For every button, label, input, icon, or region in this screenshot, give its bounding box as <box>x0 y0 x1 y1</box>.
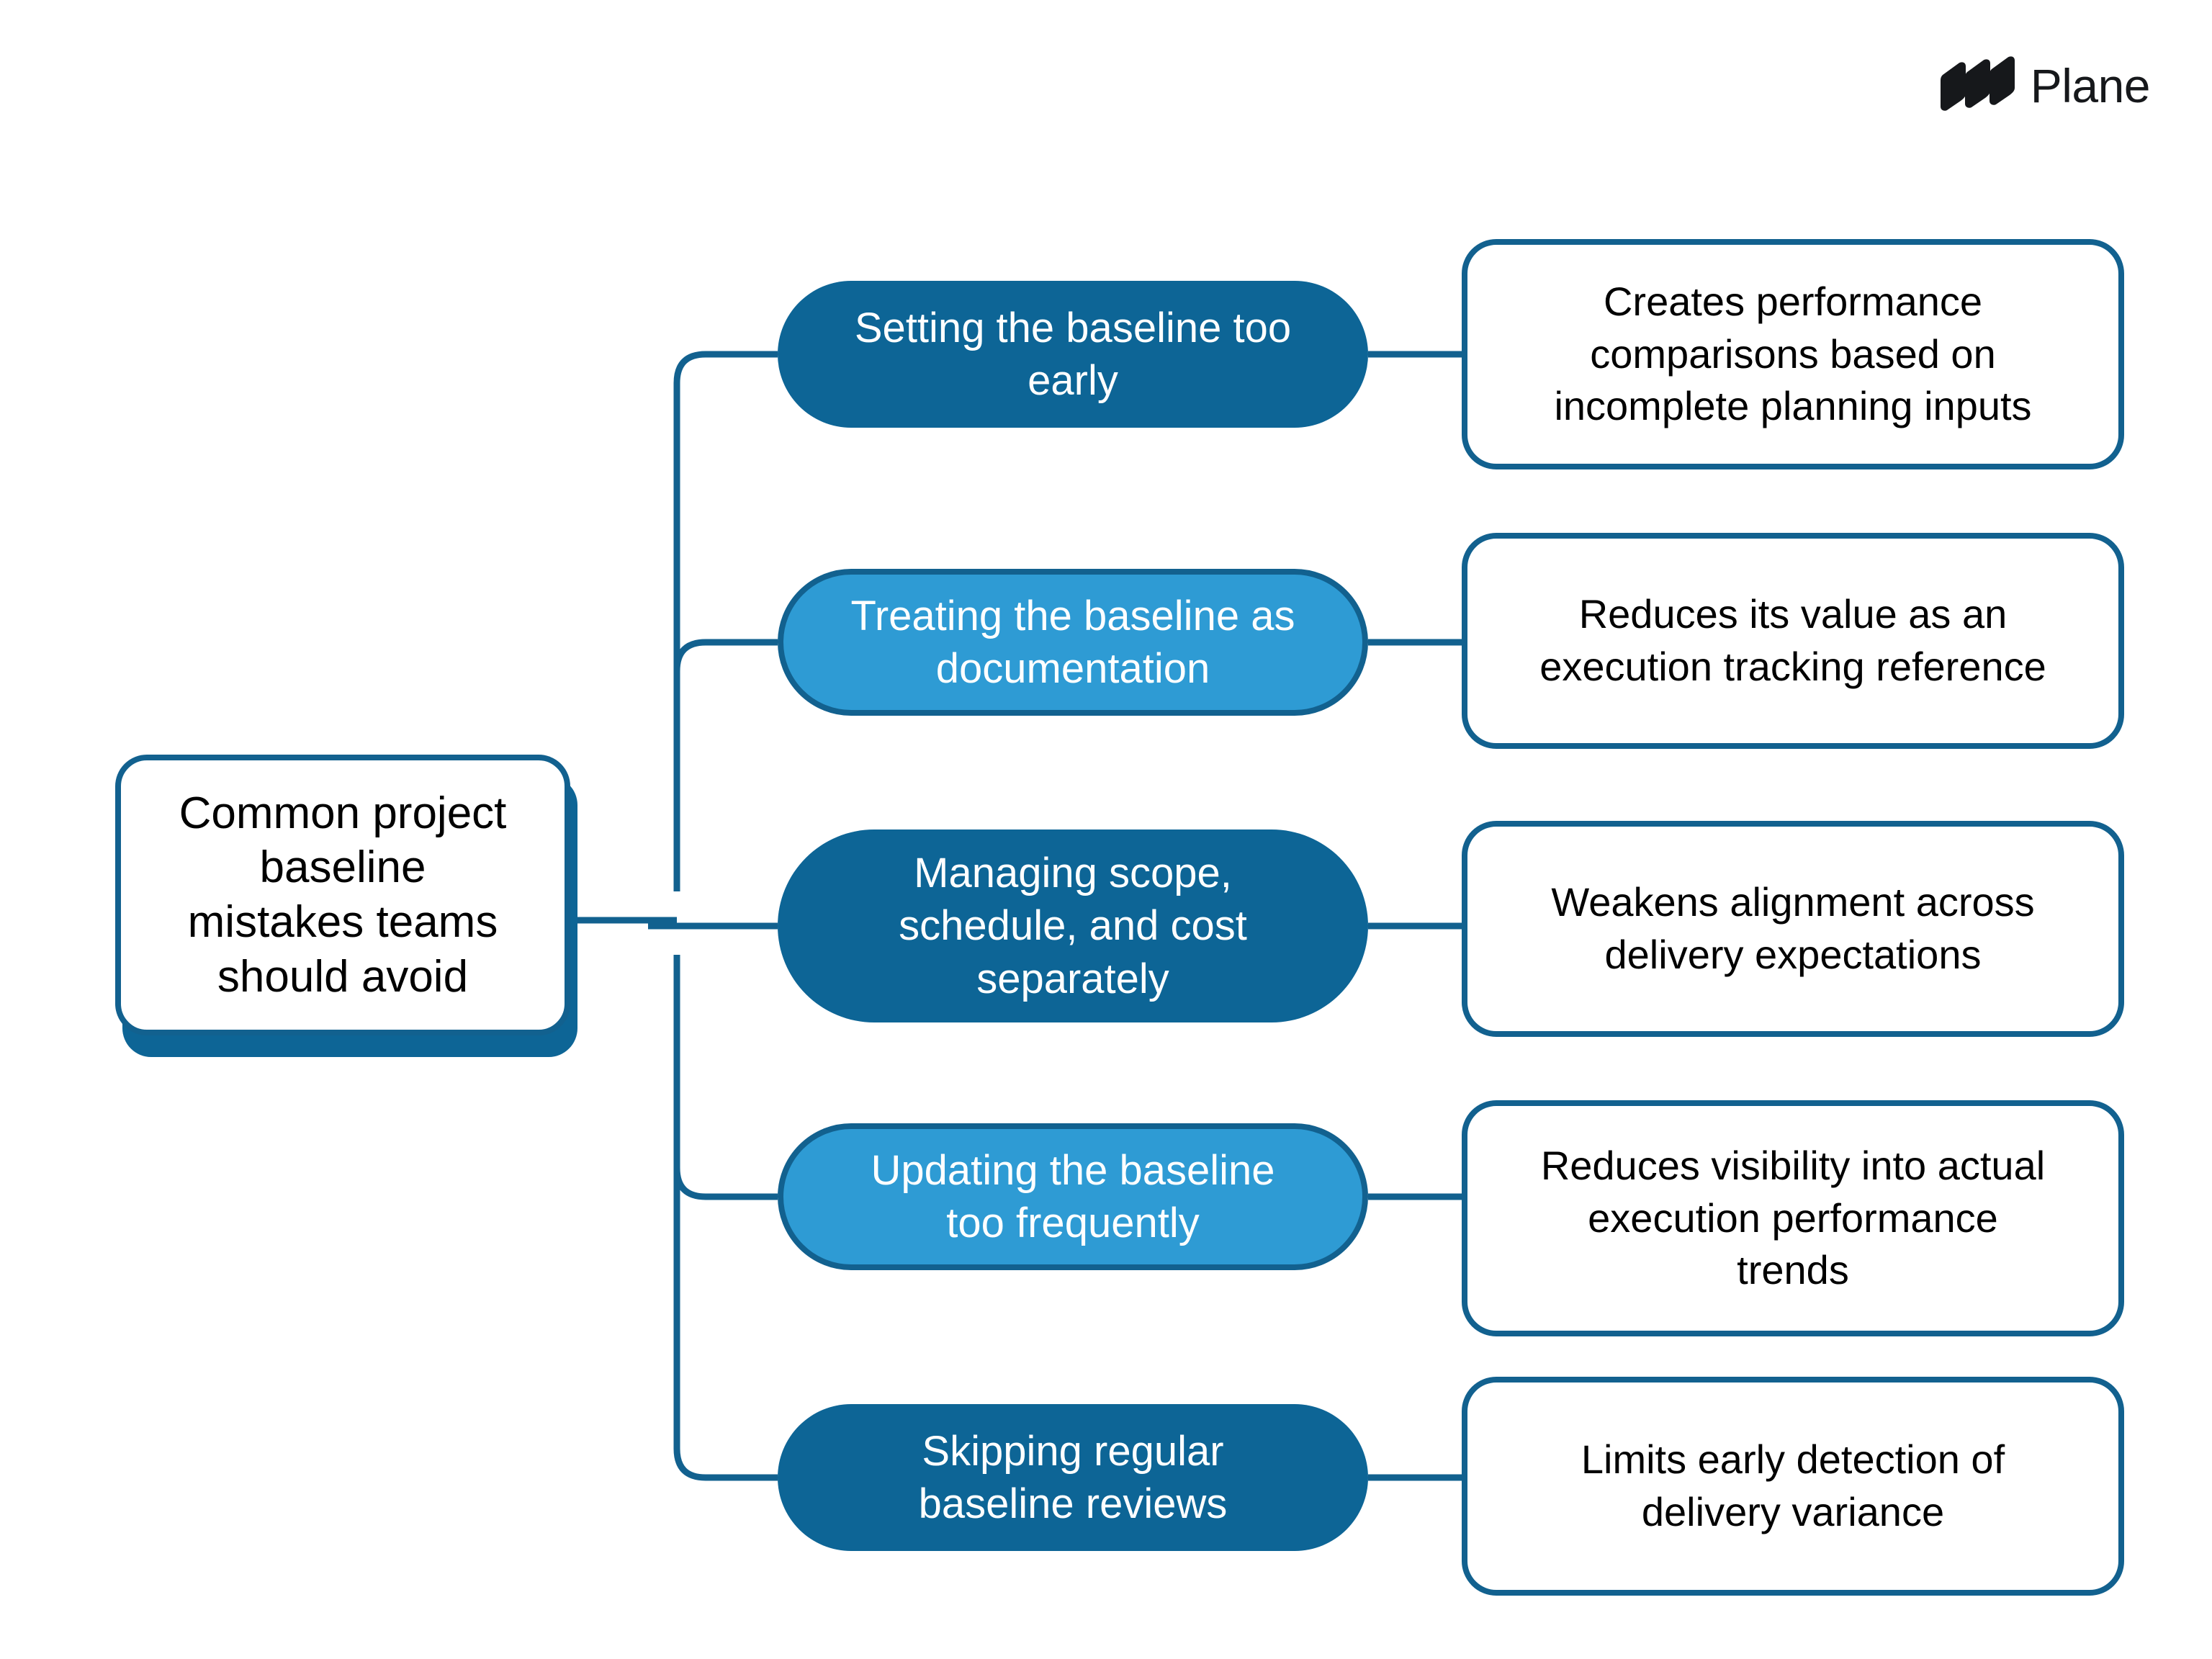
branch-node-3[interactable]: Updating the baseline too frequently <box>778 1123 1368 1270</box>
plane-logo-icon <box>1940 56 2015 114</box>
branch-node-1[interactable]: Treating the baseline as documentation <box>778 569 1368 716</box>
brand-name: Plane <box>2030 58 2151 112</box>
brand-logo: Plane <box>1940 56 2151 114</box>
connector-branch-1 <box>673 639 778 891</box>
branch-node-3-label: Updating the baseline too frequently <box>871 1146 1275 1246</box>
branch-node-0[interactable]: Setting the baseline too early <box>778 281 1368 428</box>
detail-card-1[interactable]: Reduces its value as an execution tracki… <box>1462 533 2124 749</box>
detail-card-0[interactable]: Creates performance comparisons based on… <box>1462 239 2124 469</box>
root-node-face: Common project baseline mistakes teams s… <box>115 755 570 1035</box>
detail-card-1-text: Reduces its value as an execution tracki… <box>1539 591 2046 689</box>
connector-branch-0 <box>673 351 778 891</box>
detail-card-3-text: Reduces visibility into actual execution… <box>1540 1142 2046 1293</box>
branch-node-1-label: Treating the baseline as documentation <box>850 592 1295 692</box>
root-node[interactable]: Common project baseline mistakes teams s… <box>115 755 577 1057</box>
detail-card-3[interactable]: Reduces visibility into actual execution… <box>1462 1100 2124 1336</box>
detail-card-4-text: Limits early detection of delivery varia… <box>1581 1437 2005 1534</box>
branch-node-4[interactable]: Skipping regular baseline reviews <box>778 1404 1368 1551</box>
branch-node-0-label: Setting the baseline too early <box>854 304 1292 404</box>
connector-branch-3 <box>673 955 778 1200</box>
root-node-label: Common project baseline mistakes teams s… <box>179 788 507 1002</box>
branch-node-2-label: Managing scope, schedule, and cost separ… <box>899 850 1247 1002</box>
detail-card-2-text: Weakens alignment across delivery expect… <box>1551 879 2035 977</box>
branch-node-4-label: Skipping regular baseline reviews <box>918 1427 1228 1527</box>
connector-branch-4 <box>673 955 778 1481</box>
detail-card-4[interactable]: Limits early detection of delivery varia… <box>1462 1377 2124 1596</box>
branch-node-2[interactable]: Managing scope, schedule, and cost separ… <box>778 830 1368 1022</box>
detail-card-2[interactable]: Weakens alignment across delivery expect… <box>1462 821 2124 1037</box>
detail-card-0-text: Creates performance comparisons based on… <box>1554 278 2032 429</box>
